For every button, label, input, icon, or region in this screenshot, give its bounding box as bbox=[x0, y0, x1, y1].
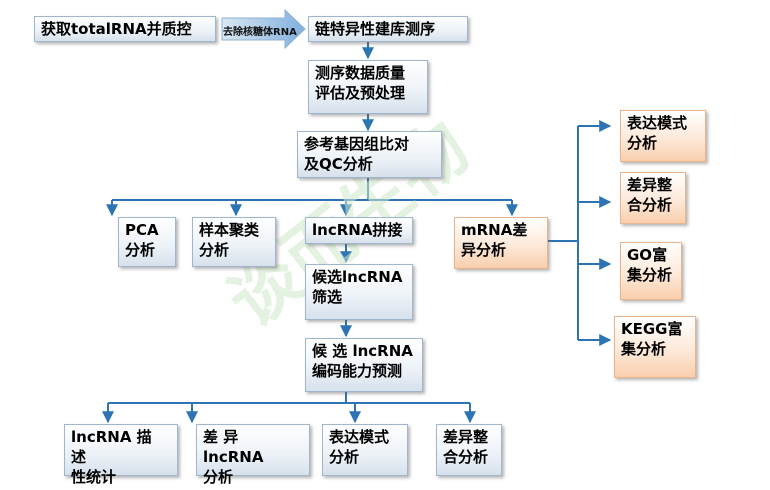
box-diff-integration-right: 差异整合分析 bbox=[620, 172, 686, 224]
box-kegg-enrichment: KEGG富集分析 bbox=[614, 316, 696, 378]
box-mrna-diff: mRNA差异分析 bbox=[454, 217, 548, 269]
box-diff-integration-bottom: 差异整合分析 bbox=[436, 424, 502, 476]
box-genome-alignment: 参考基因组比对及QC分析 bbox=[297, 131, 442, 178]
box-expression-pattern-right: 表达模式分析 bbox=[620, 110, 706, 162]
big-arrow-shape bbox=[221, 8, 306, 50]
box-sample-clustering: 样本聚类分析 bbox=[192, 217, 276, 267]
box-go-enrichment: GO富集分析 bbox=[620, 242, 682, 300]
box-lncrna-assembly: lncRNA拼接 bbox=[305, 217, 413, 244]
box-total-rna-qc: 获取totalRNA并质控 bbox=[34, 16, 216, 42]
box-lncrna-descriptive: lncRNA 描 述性统计 bbox=[64, 424, 178, 486]
box-data-qc: 测序数据质量评估及预处理 bbox=[308, 60, 428, 114]
box-expression-pattern-bottom: 表达模式分析 bbox=[322, 424, 408, 476]
arrow-label-rrna-removal: 去除核糖体RNA bbox=[223, 27, 297, 38]
box-library-sequencing: 链特异性建库测序 bbox=[308, 16, 468, 42]
